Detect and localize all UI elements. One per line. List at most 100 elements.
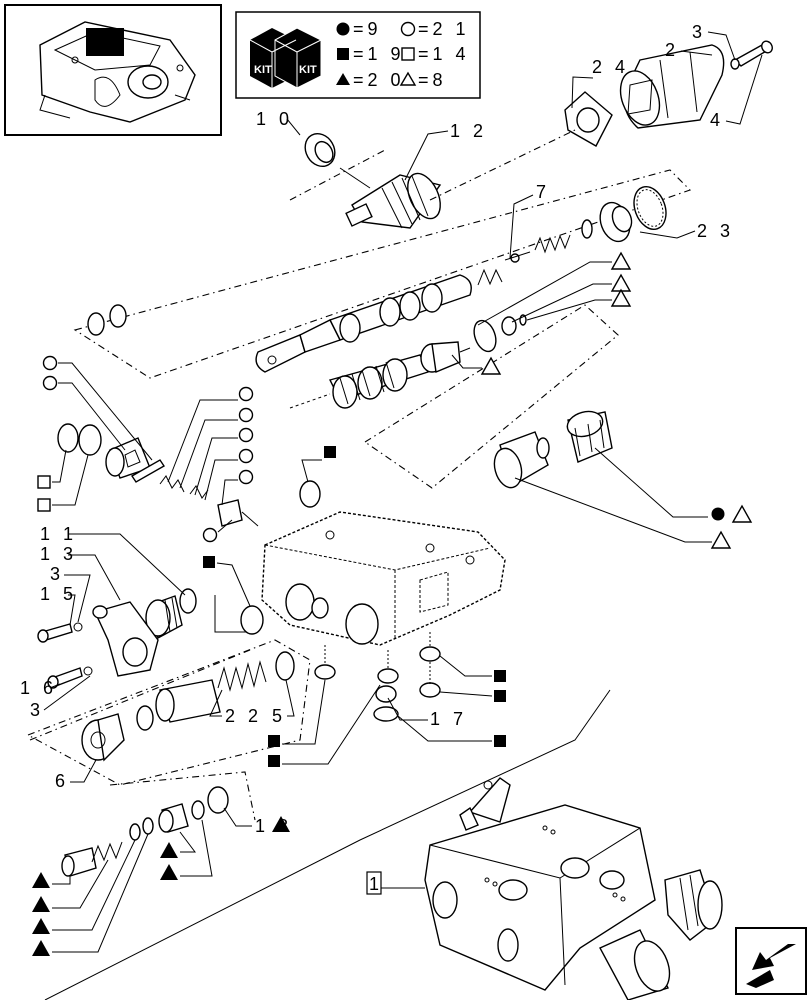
part-o-ring[interactable] xyxy=(78,424,102,456)
marker-filled-triangle xyxy=(272,816,290,832)
marker-open-circle xyxy=(238,448,254,464)
part-return-spring[interactable] xyxy=(217,660,267,692)
legend-filled-triangle-count: =2 0 xyxy=(353,70,405,90)
part-retaining-ring[interactable] xyxy=(275,651,295,681)
callout-3b: 3 xyxy=(50,564,64,584)
assembly-thumbnail[interactable] xyxy=(4,4,222,136)
callout-10: 1 0 xyxy=(256,109,293,129)
leader-filled-triangle xyxy=(180,819,213,877)
part-spring[interactable] xyxy=(159,475,185,493)
part-detent-plunger[interactable] xyxy=(420,341,471,373)
centerline-vertical xyxy=(324,632,431,684)
part-o-ring[interactable] xyxy=(179,588,197,614)
part-screw[interactable] xyxy=(733,39,774,67)
leader-12 xyxy=(404,130,449,181)
assembly-leader xyxy=(214,595,258,633)
part-spool-assembly[interactable] xyxy=(345,168,447,229)
leader-open-circle xyxy=(58,362,153,461)
leader-open-circle xyxy=(217,519,233,533)
part-cap-nut[interactable] xyxy=(145,595,183,640)
part-o-ring[interactable] xyxy=(470,318,500,355)
kit-boxes-icon: KIT KIT xyxy=(249,27,322,89)
part-sleeve-ring[interactable] xyxy=(595,182,672,245)
part-main-spool[interactable] xyxy=(255,274,472,373)
part-washer[interactable] xyxy=(73,622,83,632)
part-small-spring[interactable] xyxy=(477,268,503,286)
marker-filled-triangle xyxy=(160,864,178,880)
callout-1: 1 xyxy=(369,874,383,894)
part-check-seat[interactable] xyxy=(158,803,189,833)
leader-16 xyxy=(49,683,61,689)
part-screw[interactable] xyxy=(37,623,73,643)
part-flange-gasket[interactable] xyxy=(564,91,613,147)
leader-12-branch xyxy=(339,167,371,189)
leader-3c xyxy=(43,675,91,711)
legend-filled-square-symbol xyxy=(337,48,349,60)
part-detent-sleeve[interactable] xyxy=(105,437,165,483)
part-o-ring[interactable] xyxy=(501,316,517,336)
leader-filled-triangle xyxy=(52,859,109,909)
part-bracket[interactable] xyxy=(92,601,159,677)
part-o-ring[interactable] xyxy=(87,312,105,336)
part-spring[interactable] xyxy=(534,234,571,254)
assembly-divider-line xyxy=(44,689,611,1000)
leader-10 xyxy=(286,118,301,136)
part-detent-spool[interactable] xyxy=(289,354,429,409)
part-o-ring[interactable] xyxy=(377,668,399,684)
part-o-ring[interactable] xyxy=(142,817,154,835)
part-plug[interactable] xyxy=(299,128,340,171)
callout-24: 2 4 xyxy=(592,57,629,77)
part-o-ring[interactable] xyxy=(373,706,399,722)
part-seal-ring[interactable] xyxy=(207,786,229,814)
previous-page-arrow-icon[interactable] xyxy=(735,927,807,995)
part-o-ring[interactable] xyxy=(419,682,441,698)
part-o-ring[interactable] xyxy=(240,605,264,635)
leader-11 xyxy=(68,533,186,596)
part-pin[interactable] xyxy=(504,251,531,261)
kit-legend: KIT KIT =9 =2 1 =1 9 =1 4 =2 0 =8 xyxy=(235,11,481,99)
part-o-ring[interactable] xyxy=(57,423,79,453)
part-valve-section-assembled[interactable] xyxy=(424,777,723,1000)
part-knob-base[interactable] xyxy=(490,431,550,491)
marker-filled-square xyxy=(268,735,280,747)
part-spring[interactable] xyxy=(91,841,123,863)
part-o-ring[interactable] xyxy=(136,705,154,731)
part-solenoid-cap[interactable] xyxy=(614,44,725,130)
marker-open-square xyxy=(37,498,51,512)
part-end-plug[interactable] xyxy=(81,713,125,762)
leader-6 xyxy=(70,759,97,783)
part-tube-assembled xyxy=(599,929,671,1000)
leader-open-circle xyxy=(221,479,238,506)
part-detent-poppet[interactable] xyxy=(217,499,259,527)
part-adjusting-knob[interactable] xyxy=(565,408,613,463)
part-o-ring[interactable] xyxy=(419,646,441,662)
part-o-ring[interactable] xyxy=(314,664,336,680)
callout-17: 1 7 xyxy=(430,709,467,729)
part-small-ring[interactable] xyxy=(581,219,593,239)
leader-open-triangle xyxy=(511,283,612,323)
part-piston-sleeve[interactable] xyxy=(155,679,221,723)
leader-open-triangle xyxy=(526,299,612,321)
part-washer[interactable] xyxy=(83,666,93,676)
part-spring[interactable] xyxy=(189,485,209,499)
part-o-ring[interactable] xyxy=(299,480,321,508)
marker-open-circle xyxy=(238,469,254,485)
marker-filled-triangle xyxy=(32,872,50,888)
part-o-ring[interactable] xyxy=(375,685,397,703)
leader-filled-triangle xyxy=(179,831,196,853)
marker-filled-square xyxy=(203,556,215,568)
part-o-ring[interactable] xyxy=(129,823,141,841)
callout-16: 1 6 xyxy=(20,678,57,698)
centerline-spool-bore xyxy=(73,169,692,379)
part-small-piston[interactable] xyxy=(61,847,97,877)
leader-2 xyxy=(680,50,713,56)
part-o-ring[interactable] xyxy=(191,800,205,820)
leader-18 xyxy=(223,807,252,827)
callout-box-1[interactable] xyxy=(366,871,382,895)
part-valve-housing[interactable] xyxy=(261,511,506,646)
part-washer[interactable] xyxy=(730,58,740,70)
part-screw[interactable] xyxy=(47,667,83,689)
part-o-ring[interactable] xyxy=(109,304,127,328)
legend-open-triangle-count: =8 xyxy=(418,70,447,90)
leader-filled-triangle xyxy=(52,839,136,931)
